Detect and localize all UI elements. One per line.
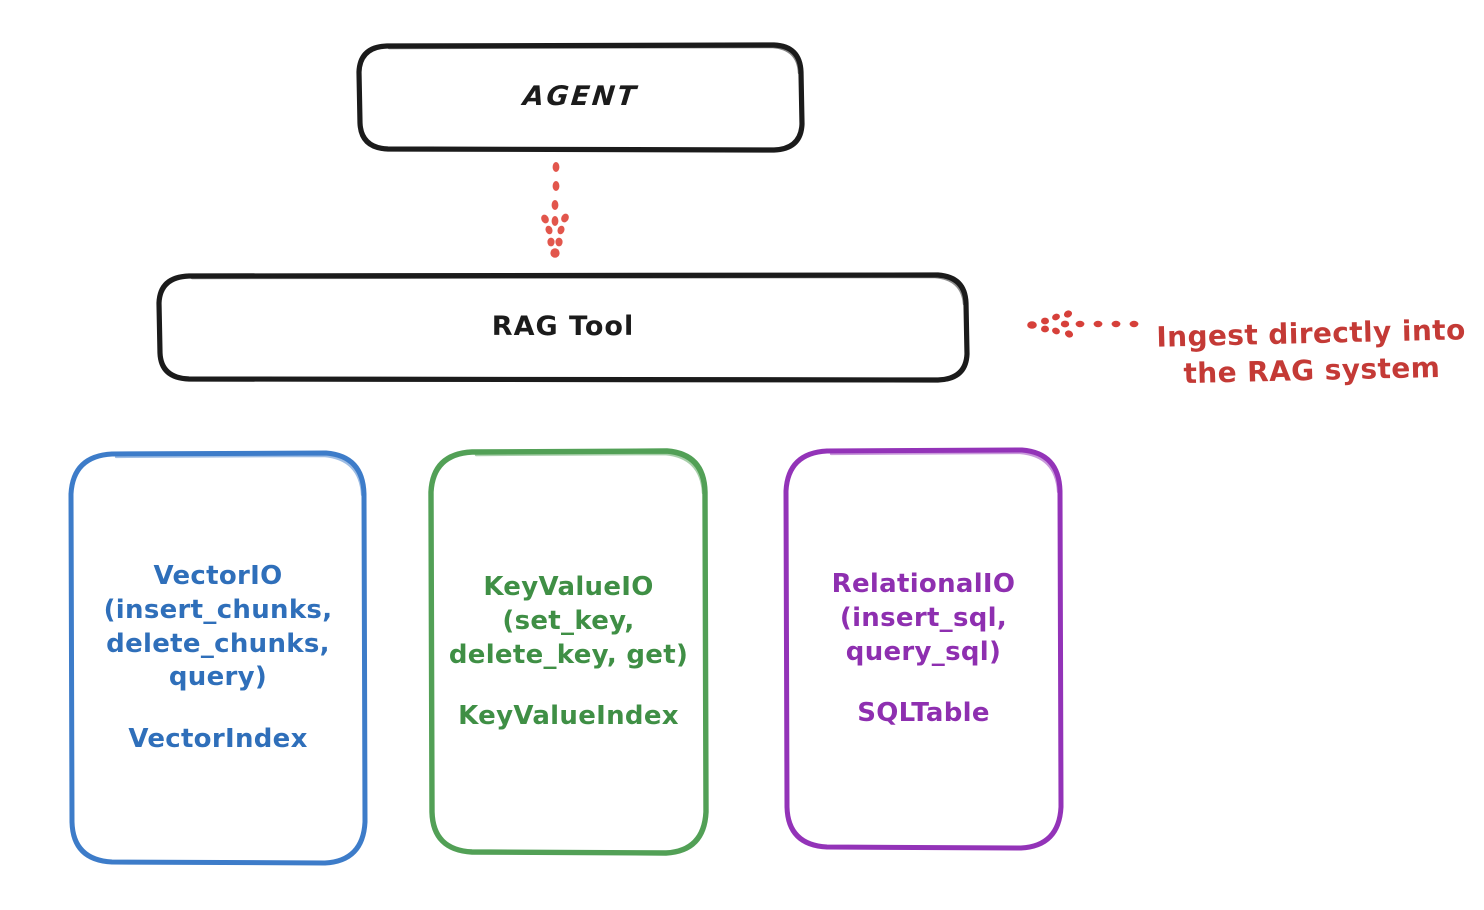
vector-io-type-label: VectorIndex — [128, 724, 308, 755]
node-key-value-io[interactable]: KeyValueIO (set_key, delete_key, get) Ke… — [428, 448, 709, 857]
node-rag-tool[interactable]: RAG Tool — [156, 272, 970, 383]
relational-io-api-label: RelationalIO (insert_sql, query_sql) — [831, 568, 1016, 667]
edge-agent-to-rag-tool-arrow — [541, 162, 569, 258]
annotation-label: Ingest directly into the RAG system — [1155, 313, 1467, 391]
relational-io-type-label: SQLTable — [857, 698, 990, 729]
agent-label: AGENT — [521, 81, 640, 113]
edge-annotation-to-rag-tool-arrow — [1027, 310, 1139, 338]
key-value-io-type-label: KeyValueIndex — [458, 701, 679, 732]
node-agent[interactable]: AGENT — [356, 42, 805, 153]
vector-io-api-label: VectorIO (insert_chunks, delete_chunks, … — [103, 561, 333, 693]
node-relational-io[interactable]: RelationalIO (insert_sql, query_sql) SQL… — [783, 447, 1064, 852]
key-value-io-api-label: KeyValueIO (set_key, delete_key, get) — [448, 571, 689, 670]
rag-tool-label: RAG Tool — [491, 311, 635, 343]
annotation-ingest-directly: Ingest directly into the RAG system — [1145, 275, 1478, 394]
node-vector-io[interactable]: VectorIO (insert_chunks, delete_chunks, … — [68, 450, 368, 867]
